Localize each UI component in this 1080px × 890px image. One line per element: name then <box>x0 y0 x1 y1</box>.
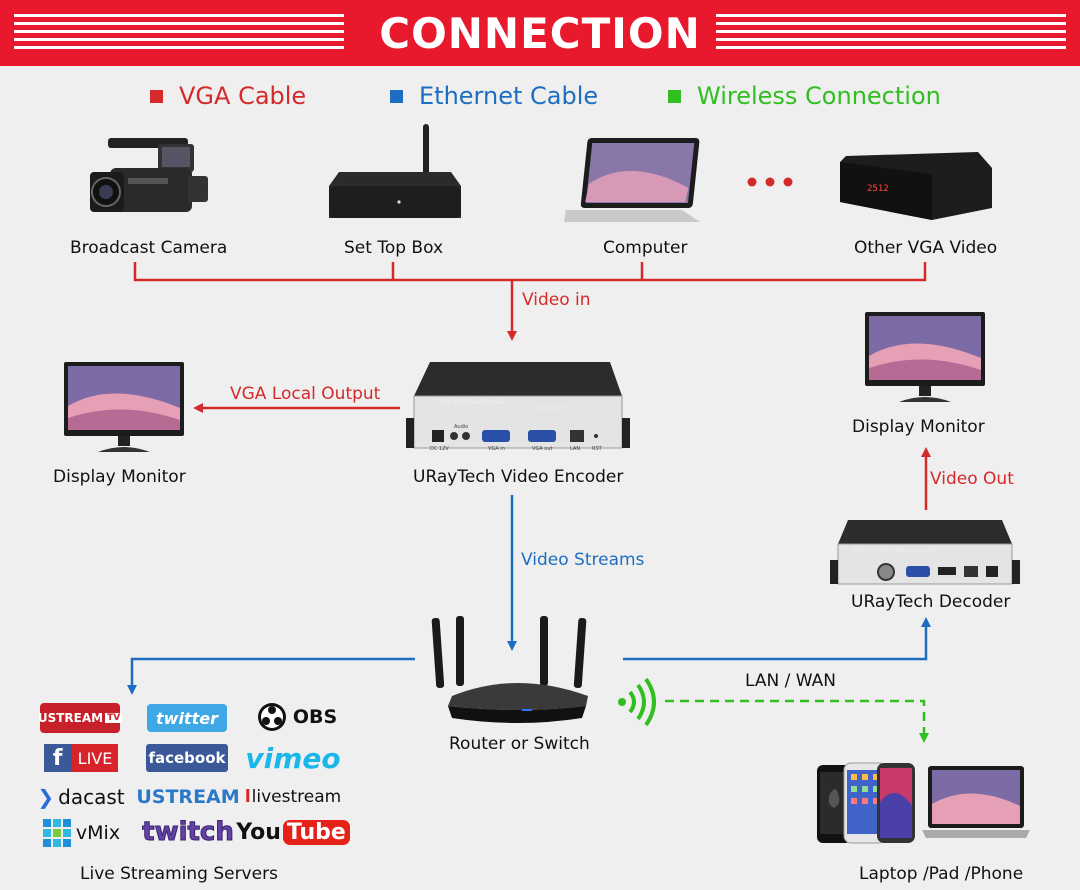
dacast-text: dacast <box>58 785 125 809</box>
dacast-logo: ❯ dacast <box>36 782 126 812</box>
facebook-live-logo: f LIVE <box>40 744 122 772</box>
servers-label: Live Streaming Servers <box>80 864 278 884</box>
ustream-tv-logo: USTREAM TV <box>37 703 123 733</box>
video-out-label: Video Out <box>930 469 1014 489</box>
other-label: Other VGA Video <box>854 238 998 258</box>
youtube-you-text: You <box>236 819 281 845</box>
encoder-side-text: VGA OnVif <box>534 405 566 412</box>
twitter-logo: twitter <box>147 704 227 732</box>
decoder-label: URayTech Decoder <box>851 592 1011 612</box>
vga-source-bus <box>133 262 927 282</box>
obs-icon <box>257 703 286 731</box>
legend-ethernet: Ethernet Cable <box>390 82 598 110</box>
vimeo-text: vimeo <box>245 741 341 775</box>
facebook-f-icon: f <box>43 744 72 772</box>
vmix-icon <box>42 819 71 847</box>
legend-wireless-swatch <box>668 89 681 103</box>
legend-ethernet-label: Ethernet Cable <box>419 82 599 110</box>
facebook-text: facebook <box>148 749 226 767</box>
title-box: CONNECTION <box>370 6 710 60</box>
ustream-text: USTREAM <box>136 786 240 808</box>
vmix-text: vMix <box>75 822 121 844</box>
vimeo-logo: vimeo <box>245 740 341 776</box>
phone-icon <box>816 764 852 844</box>
monitor-right-icon <box>863 310 987 406</box>
legend-vga-swatch <box>150 89 163 103</box>
port-vga-out: VGA out <box>532 446 553 452</box>
livestream-logo: l livestream <box>244 784 342 810</box>
obs-text: OBS <box>292 706 338 728</box>
lan-wan-label: LAN / WAN <box>745 671 836 691</box>
video-in-label: Video in <box>522 290 591 310</box>
decoder-icon: NDI HX/HX2 Video Decoder <box>826 516 1022 590</box>
ustream-tv-text: USTREAM <box>37 711 104 725</box>
page-title: CONNECTION <box>379 8 701 58</box>
monitor-right-label: Display Monitor <box>852 417 985 437</box>
tablet-icon <box>876 762 916 844</box>
camera-label: Broadcast Camera <box>70 238 228 258</box>
livestream-icon: l <box>244 787 251 807</box>
twitter-text: twitter <box>156 708 218 728</box>
vga-media-player-icon: 2512 <box>836 150 996 222</box>
port-lan: LAN <box>570 446 580 452</box>
router-icon <box>426 614 602 726</box>
youtube-tube-text: Tube <box>282 819 350 845</box>
monitor-icon <box>62 360 186 456</box>
video-streams-label: Video Streams <box>521 550 645 570</box>
legend-ethernet-swatch <box>390 89 403 103</box>
facebook-live-text: LIVE <box>71 744 119 772</box>
port-audio: Audio <box>454 424 468 430</box>
lan-wan-wire <box>623 617 931 661</box>
vmix-logo: vMix <box>38 818 124 848</box>
dacast-icon: ❯ <box>37 785 55 809</box>
twitch-text: twitch <box>142 817 235 848</box>
port-dc: DC 12V <box>430 446 449 452</box>
set-top-box-icon <box>325 122 465 226</box>
legend-vga: VGA Cable <box>150 82 306 110</box>
servers-wire <box>127 657 415 695</box>
port-vga-in: VGA in <box>488 446 505 452</box>
header-banner: CONNECTION <box>0 0 1080 66</box>
encoder-top-text: FULL HD Video Encoder <box>436 399 507 406</box>
vga-local-output-label: VGA Local Output <box>230 384 381 404</box>
broadcast-camera-icon <box>88 132 218 227</box>
youtube-logo: You Tube <box>236 816 350 848</box>
wifi-signal-icon <box>616 677 662 727</box>
clients-label: Laptop /Pad /Phone <box>859 864 1024 884</box>
banner-stripes-left <box>14 14 344 50</box>
port-rst: RST <box>592 446 603 452</box>
ustream-logo: USTREAM <box>136 782 239 812</box>
banner-stripes-right <box>716 14 1066 50</box>
client-laptop-icon <box>920 764 1032 842</box>
stb-display: 2512 <box>867 184 889 194</box>
livestream-text: livestream <box>251 787 342 807</box>
computer-label: Computer <box>603 238 688 258</box>
facebook-logo: facebook <box>146 744 228 772</box>
router-label: Router or Switch <box>449 734 590 754</box>
obs-logo: OBS <box>252 700 342 734</box>
encoder-label: URayTech Video Encoder <box>413 467 624 487</box>
decoder-top-text: NDI HX/HX2 Video Decoder <box>854 547 936 554</box>
settop-label: Set Top Box <box>344 238 444 258</box>
ellipsis-icon <box>744 174 796 190</box>
laptop-icon <box>562 136 702 226</box>
legend-vga-label: VGA Cable <box>179 82 307 110</box>
legend-wireless-label: Wireless Connection <box>697 82 941 110</box>
ustream-tv-badge: TV <box>105 713 123 723</box>
monitor-left-label: Display Monitor <box>53 467 186 487</box>
twitch-logo: twitch <box>142 814 235 850</box>
wireless-link <box>665 699 929 743</box>
legend-wireless: Wireless Connection <box>668 82 941 110</box>
encoder-icon: FULL HD Video Encoder VGA OnVif DC 12V A… <box>404 358 632 458</box>
